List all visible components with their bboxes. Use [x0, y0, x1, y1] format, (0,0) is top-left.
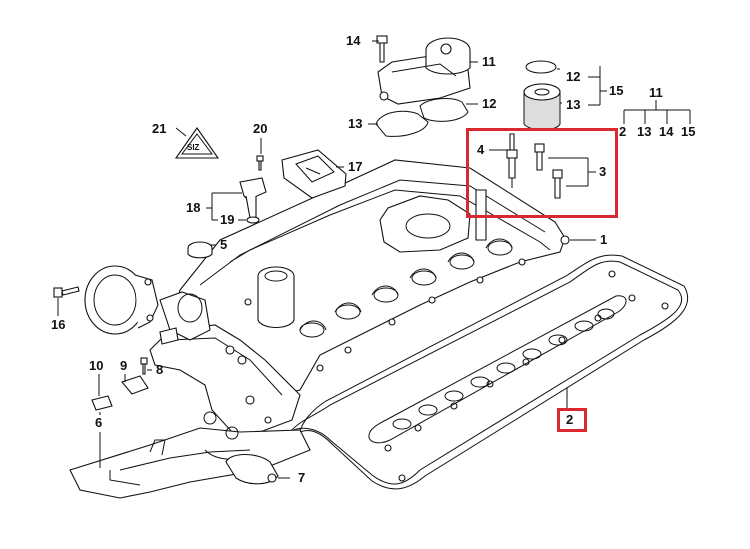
oil-filter-ring — [525, 60, 557, 74]
screw-20 — [256, 155, 264, 171]
cover-17 — [281, 149, 347, 199]
intake-manifold — [149, 324, 301, 433]
callout-18: 18 — [186, 200, 201, 215]
callout-12-mid: 12 — [482, 96, 497, 111]
oil-filler-neck — [257, 266, 295, 329]
oil-filter-element — [523, 83, 561, 131]
callout-1: 1 — [600, 232, 608, 247]
leader-lines — [57, 40, 691, 479]
callout-3: 3 — [599, 164, 607, 179]
gasket-12-mid — [419, 98, 469, 122]
gasket-13-mid — [375, 110, 429, 137]
callout-21: 21 — [152, 121, 167, 136]
callout-11-top: 11 — [482, 54, 496, 69]
sensor-18 — [239, 177, 267, 219]
throttle-body — [84, 265, 159, 335]
heat-shield-sheet — [69, 427, 311, 499]
bolt-3a — [534, 143, 545, 171]
callout-11-right: 11 — [649, 85, 663, 100]
callout-4: 4 — [477, 142, 485, 157]
callout-19: 19 — [220, 212, 235, 227]
oil-separator-cover-11 — [377, 37, 471, 105]
callout-16: 16 — [51, 317, 66, 332]
warning-triangle-21 — [174, 127, 220, 159]
callout-2-main: 2 — [566, 412, 574, 427]
screw-16 — [53, 286, 80, 298]
callout-6: 6 — [95, 415, 103, 430]
callout-17: 17 — [348, 159, 363, 174]
callout-13-mid: 13 — [348, 116, 363, 131]
cap-5 — [187, 241, 213, 259]
callout-2-left: 2 — [619, 124, 627, 139]
callout-12-top: 12 — [566, 69, 581, 84]
callout-15-right: 15 — [681, 124, 696, 139]
bracket-7 — [225, 453, 279, 485]
bolt-14 — [376, 35, 388, 63]
callout-14-right: 14 — [659, 124, 674, 139]
bolt-3b — [552, 169, 563, 199]
manifold-holes — [225, 345, 272, 424]
callout-7: 7 — [298, 470, 306, 485]
callout-8: 8 — [156, 362, 164, 377]
valve-cover-top-edge — [229, 189, 551, 263]
callout-14-top: 14 — [346, 33, 361, 48]
oil-separator-housing — [379, 195, 471, 253]
valve-cover-ports — [299, 240, 513, 338]
callout-20: 20 — [253, 121, 268, 136]
plate-9 — [121, 375, 149, 395]
callout-9: 9 — [120, 358, 128, 373]
valve-cover-bolts — [244, 235, 570, 372]
callout-13-left: 13 — [637, 124, 652, 139]
gasket-outer — [289, 260, 683, 485]
callout-13-right: 13 — [566, 97, 581, 112]
screw-8 — [140, 357, 148, 375]
seal-19 — [246, 216, 260, 224]
plug-well-gasket — [368, 295, 627, 444]
plug-well-rings — [392, 308, 615, 430]
highlight-box-gasket — [557, 408, 587, 432]
sensor-4 — [506, 133, 518, 188]
callout-15-top: 15 — [609, 83, 624, 98]
clip-10 — [91, 395, 113, 411]
highlight-box-sensors — [466, 128, 618, 218]
callout-10: 10 — [89, 358, 104, 373]
triangle-mark-text: SIZ — [187, 143, 200, 152]
gasket-inner — [299, 254, 689, 490]
callout-5: 5 — [220, 237, 228, 252]
